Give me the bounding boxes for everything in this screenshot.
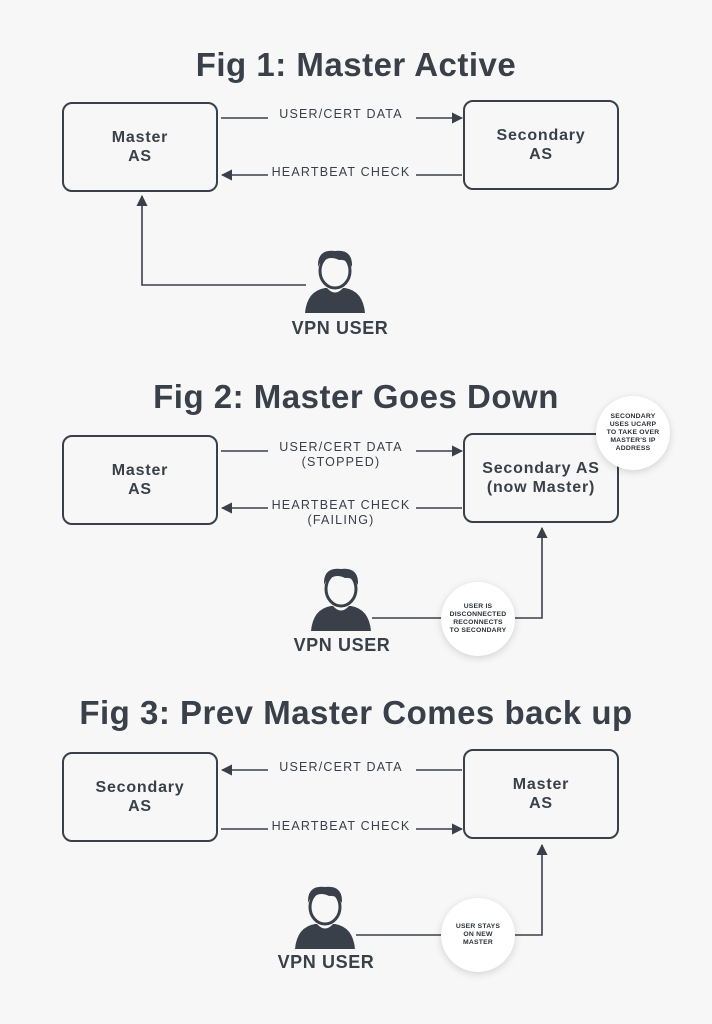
fig3-master-label: Master AS <box>512 776 570 812</box>
fig1-secondary-label: Secondary AS <box>496 127 586 163</box>
fig2-data-label: USER/CERT DATA (STOPPED) <box>279 440 403 469</box>
fig2-ucarp-note-text: Secondary uses UCARP to take over master… <box>606 413 660 452</box>
fig2-user-arrow <box>372 526 548 619</box>
fig1-title: Fig 1: Master Active <box>195 46 517 83</box>
fig2-secondary-node: Secondary AS (now Master) <box>463 433 619 523</box>
fig3-user-label: VPN USER <box>277 952 375 972</box>
fig2-heartbeat-label: HEARTBEAT CHECK (FAILING) <box>271 498 411 527</box>
fig1-master-node: Master AS <box>62 102 218 192</box>
fig3-heartbeat-label: HEARTBEAT CHECK <box>271 819 411 833</box>
fig2-user-label: VPN USER <box>293 635 391 655</box>
fig3-user-icon <box>295 886 355 949</box>
fig1-heartbeat-label: HEARTBEAT CHECK <box>271 165 411 179</box>
fig3-data-label: USER/CERT DATA <box>279 760 403 774</box>
fig3-stays-note: User stays on new master <box>441 898 515 972</box>
fig3-user-arrow <box>356 843 548 936</box>
fig2-reconnect-note-text: User is disconnected reconnects to secon… <box>449 603 507 634</box>
fig1-master-label: Master AS <box>111 129 169 165</box>
fig1-user-arrow <box>136 194 306 286</box>
fig3-secondary-label: Secondary AS <box>95 779 185 815</box>
fig2-master-label: Master AS <box>111 462 169 498</box>
fig3-master-node: Master AS <box>463 749 619 839</box>
fig1-user-icon <box>305 250 365 313</box>
fig1-user-label: VPN USER <box>291 318 389 338</box>
fig2-master-node: Master AS <box>62 435 218 525</box>
fig1-secondary-node: Secondary AS <box>463 100 619 190</box>
fig2-user-icon <box>311 568 371 631</box>
fig3-secondary-node: Secondary AS <box>62 752 218 842</box>
fig1-data-label: USER/CERT DATA <box>279 107 403 121</box>
fig3-stays-note-text: User stays on new master <box>455 923 501 946</box>
fig2-ucarp-note: Secondary uses UCARP to take over master… <box>596 396 670 470</box>
fig2-reconnect-note: User is disconnected reconnects to secon… <box>441 582 515 656</box>
fig2-title: Fig 2: Master Goes Down <box>153 378 559 415</box>
fig2-secondary-label: Secondary AS (now Master) <box>482 460 600 496</box>
fig3-title: Fig 3: Prev Master Comes back up <box>79 694 633 731</box>
